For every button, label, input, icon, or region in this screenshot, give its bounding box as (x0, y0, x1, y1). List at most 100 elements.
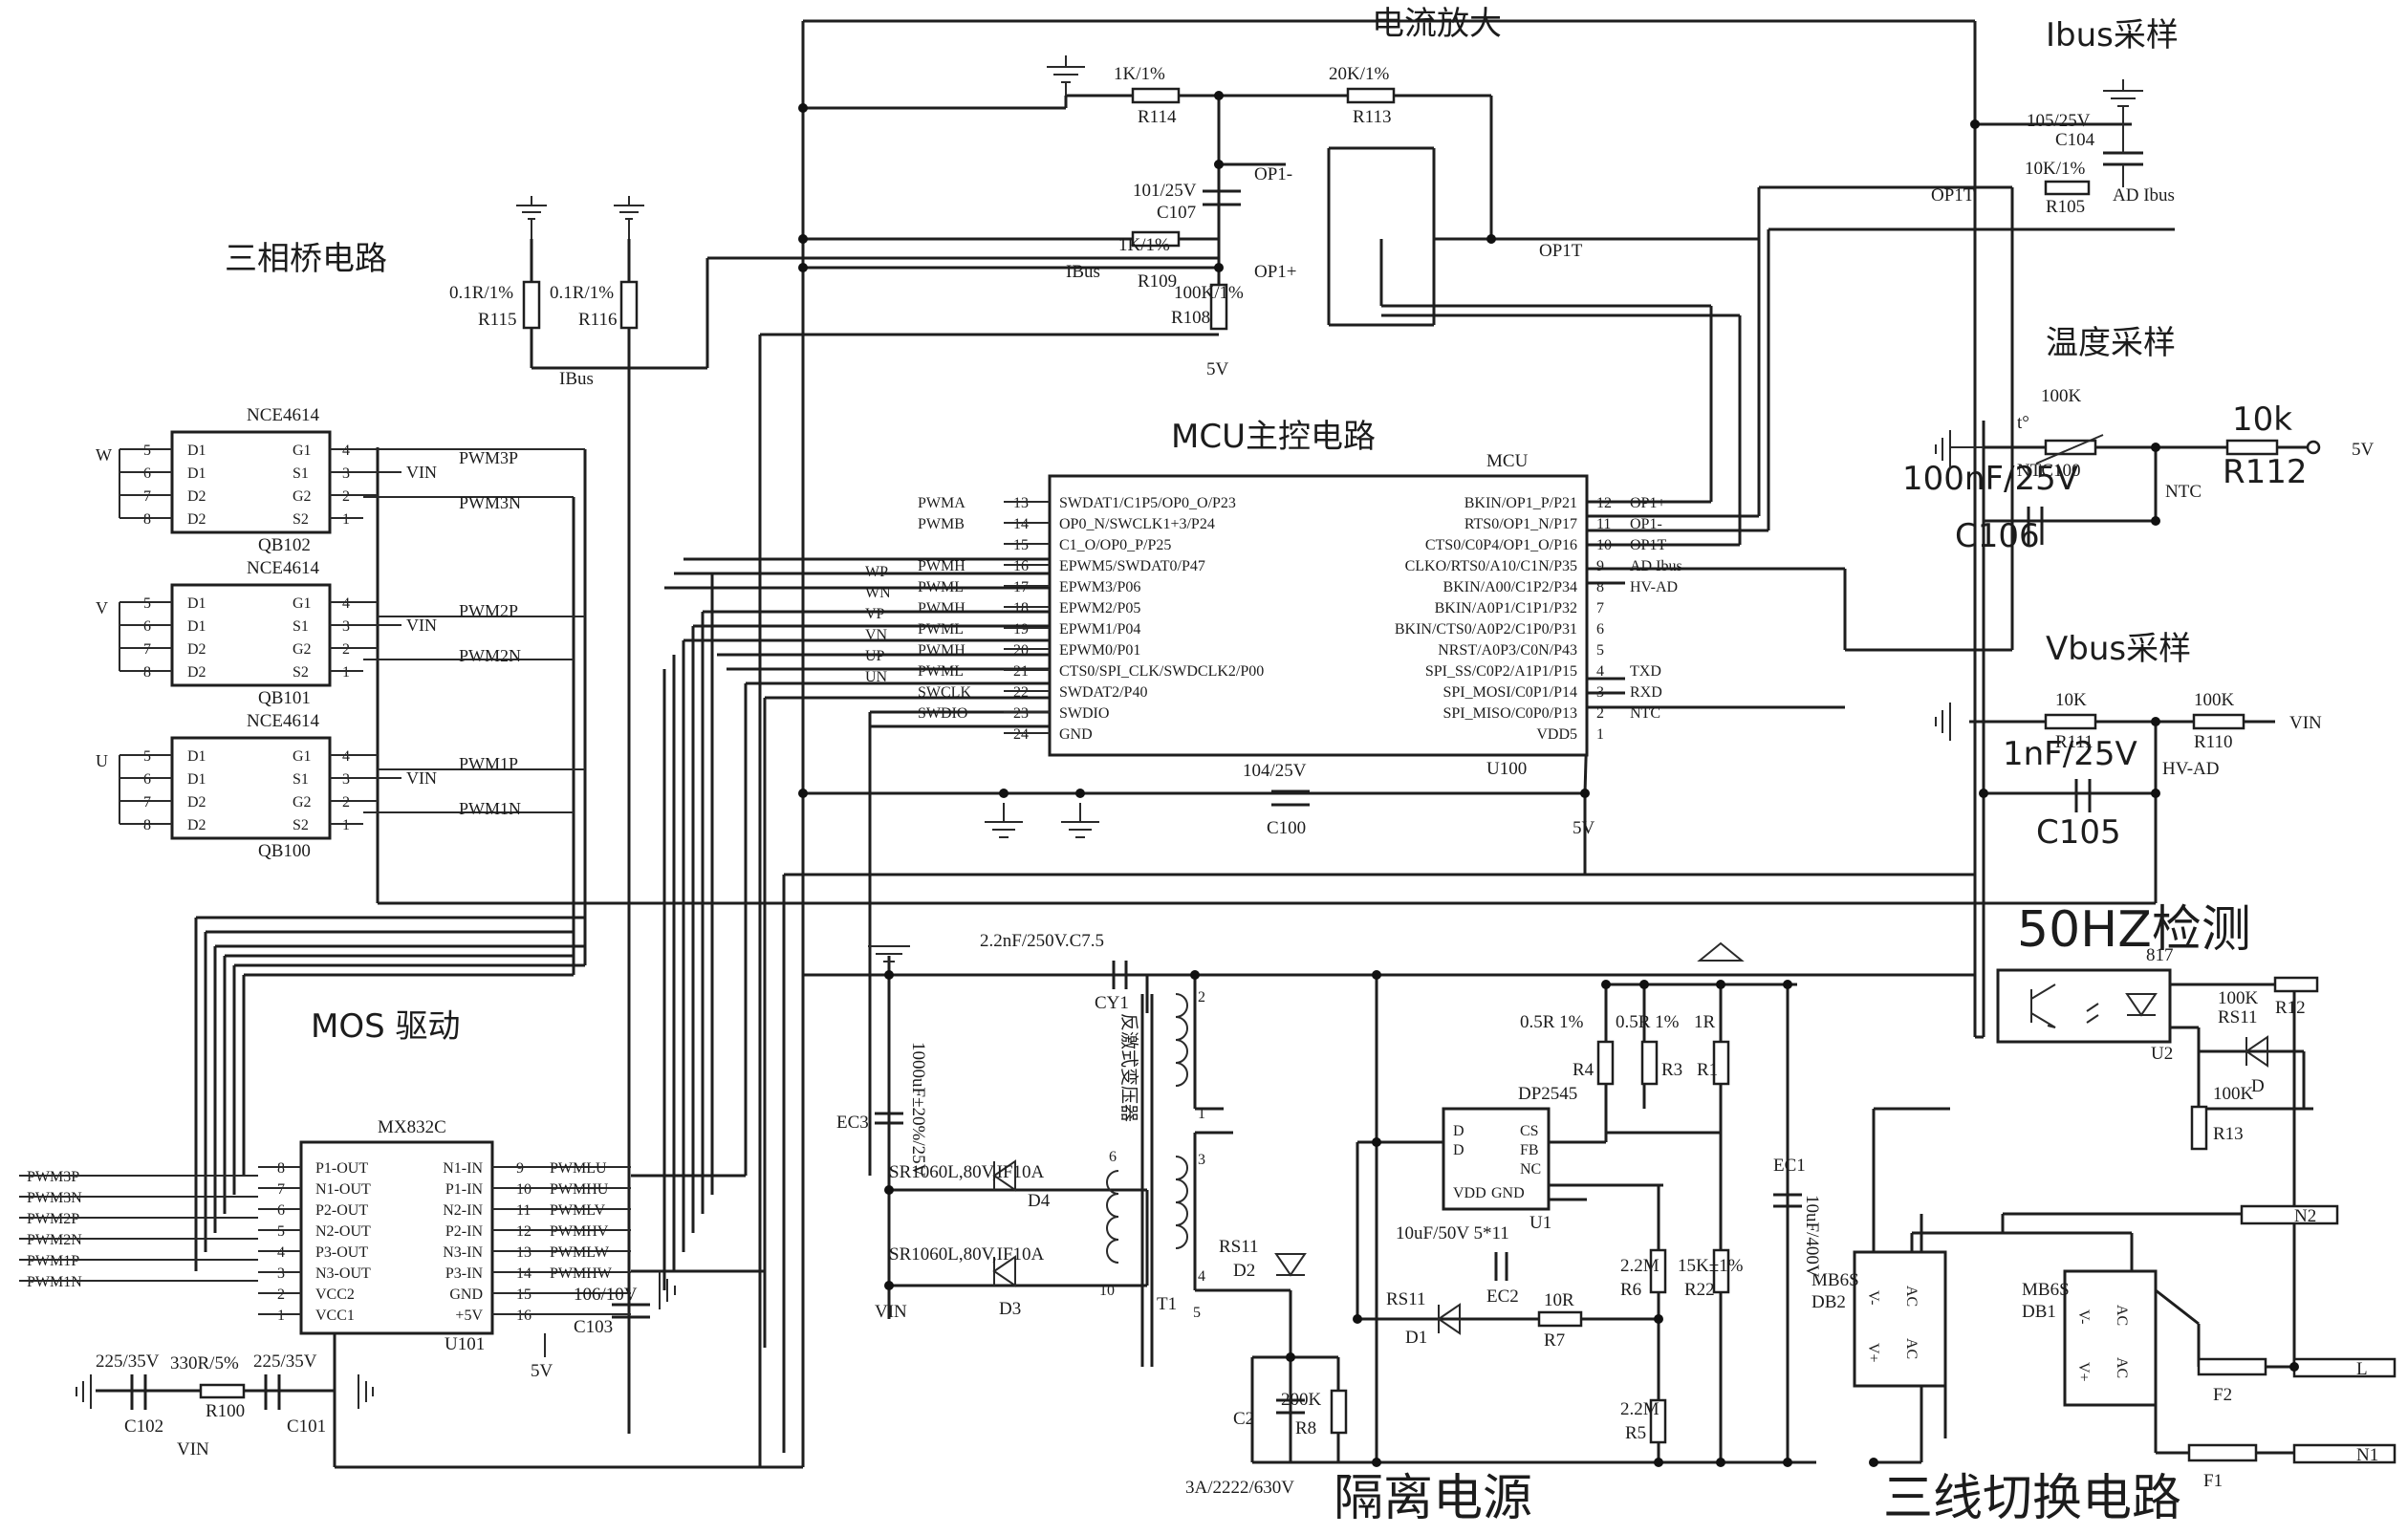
driver-pin-number: 3 (277, 1265, 285, 1282)
driver-pin-number: 1 (277, 1308, 285, 1324)
section-bridge: 三相桥电路 (225, 240, 387, 278)
mcu-pin-name: BKIN/A00/C1P2/P34 (1443, 579, 1577, 595)
section-isolated-power: 隔离电源 (1334, 1470, 1532, 1527)
mcu-pin-name: SWDIO (1059, 705, 1109, 722)
supply-5v-label: 5V (2352, 440, 2375, 460)
pin-name: D1 (187, 465, 206, 482)
mcu-pin-number: 14 (1013, 516, 1029, 532)
net-op1-plus: OP1+ (1254, 262, 1297, 282)
mcu-pin-net: TXD (1630, 663, 1661, 680)
pin-name: S1 (293, 465, 309, 482)
ground-icon (1936, 703, 1950, 741)
resistor-ref: R13 (2213, 1124, 2244, 1144)
mcu-phase-net: UN (865, 669, 888, 685)
pin-name: S1 (293, 771, 309, 788)
pin-number: 6 (143, 465, 151, 482)
ntc-value: 100K (2041, 386, 2082, 406)
resistor-r8 (1332, 1391, 1346, 1433)
net-ibus: IBus (1066, 262, 1100, 282)
mcu-pin-number: 6 (1596, 621, 1604, 638)
pin-name: D (1453, 1123, 1464, 1139)
pin-name: AC (1903, 1338, 1920, 1359)
pin-name: D2 (187, 488, 206, 505)
driver-output-net: PWM2P (27, 1211, 79, 1227)
resistor-ref: R4 (1573, 1060, 1594, 1080)
driver-pin-number: 11 (516, 1202, 531, 1219)
opto-part: 817 (2146, 945, 2174, 965)
pin-number: 5 (143, 443, 151, 459)
driver-pin-number: 13 (516, 1244, 531, 1261)
mcu-pin-name: CTS0/C0P4/OP1_O/P16 (1425, 537, 1577, 553)
optocoupler-u2 (1998, 970, 2170, 1042)
resistor-ref: R110 (2194, 732, 2232, 752)
resistor-r4 (1598, 1042, 1613, 1084)
phase-label: V (96, 598, 108, 617)
driver-pin-number: 4 (277, 1244, 285, 1261)
resistor-ref: R12 (2275, 998, 2306, 1018)
mcu-pin-name: EPWM2/P05 (1059, 600, 1140, 616)
net-hv-ad: HV-AD (2162, 759, 2219, 779)
driver-pin-number: 2 (277, 1286, 285, 1303)
transformer-ref: T1 (1157, 1294, 1177, 1314)
capacitor-value: 2.2nF/250V.C7.5 (980, 931, 1104, 951)
three-wire-switch: AC AC V- V+ AC AC V- V+ MB6S DB2 MB6S DB… (1811, 1206, 2395, 1491)
pin-name: D1 (187, 595, 206, 612)
mcu-u100: MCU U100 SWDAT1/C1P5/OP0_O/P2313PWMAOP0_… (798, 451, 1682, 838)
ibus-net-label: IBus (559, 369, 594, 389)
net-op1t: OP1T (1539, 241, 1583, 261)
mcu-pin-net: OP1T (1630, 537, 1666, 553)
pin-name: D1 (187, 618, 206, 635)
ground-icon (985, 803, 1023, 837)
terminal-5v (2308, 442, 2319, 453)
pin-number: 7 (143, 794, 151, 811)
gate-net-p: PWM3P (459, 448, 518, 467)
ground-icon (1061, 803, 1099, 837)
mcu-pin-net: OP1- (1630, 516, 1662, 532)
resistor-r112 (2227, 441, 2277, 454)
net-op1-minus: OP1- (1254, 164, 1292, 184)
mcu-pin-number: 17 (1013, 579, 1029, 595)
mcu-pin-net: PWMH (918, 600, 965, 616)
mcu-pin-name: OP0_N/SWCLK1+3/P24 (1059, 516, 1215, 532)
capacitor-value: 104/25V (1243, 761, 1307, 781)
rectifier-part: MB6S (2022, 1280, 2070, 1300)
capacitor-ref: CY1 (1095, 993, 1129, 1013)
mcu-pin-number: 3 (1596, 684, 1604, 701)
driver-pin-name: P3-OUT (315, 1244, 368, 1261)
resistor-r110 (2194, 715, 2244, 728)
gate-net-n: PWM3N (459, 493, 521, 512)
hv-ground-icon (1700, 943, 1742, 961)
section-ibus-sample: Ibus采样 (2046, 16, 2179, 54)
mcu-pin-number: 11 (1596, 516, 1611, 532)
mcu-name: MCU (1486, 451, 1529, 471)
pin-number: 2 (342, 641, 350, 658)
terminal-n1 (2294, 1445, 2395, 1462)
rectifier-ref: DB1 (2022, 1302, 2056, 1322)
mcu-pin-number: 19 (1013, 621, 1029, 638)
mosfet-qb102: NCE4614 QB102 D1 D1 D2 D2 G1 S1 G2 S2 5 … (96, 405, 585, 555)
resistor-ref: R114 (1138, 107, 1177, 127)
mcu-pin-name: BKIN/A0P1/C1P1/P32 (1435, 600, 1577, 616)
driver-pin-name: GND (449, 1286, 483, 1303)
gate-net-n: PWM2N (459, 646, 521, 665)
mcu-phase-net: WP (865, 564, 888, 580)
resistor-ref: R6 (1620, 1280, 1641, 1300)
diode-part: RS11 (1386, 1289, 1426, 1309)
driver-pin-name: VCC2 (315, 1286, 355, 1303)
rectifier-db2 (1855, 1252, 1945, 1386)
vin-label: VIN (406, 768, 437, 788)
mcu-pin-name: SWDAT2/P40 (1059, 684, 1147, 701)
resistor-ref: R5 (1625, 1423, 1646, 1443)
driver-pin-name: VCC1 (315, 1308, 355, 1324)
pin-number: 8 (143, 511, 151, 528)
pin-name: S2 (293, 511, 309, 528)
driver-pin-name: +5V (455, 1308, 483, 1324)
resistor-ref: R105 (2046, 197, 2085, 217)
pin-name: AC (2114, 1305, 2130, 1326)
mcu-pin-net: OP1+ (1630, 495, 1665, 511)
resistor-r114 (1133, 89, 1179, 102)
mcu-pin-number: 15 (1013, 537, 1029, 553)
pin-number: 5 (143, 595, 151, 612)
driver-ref: U101 (445, 1334, 485, 1354)
driver-pin-number: 5 (277, 1223, 285, 1240)
